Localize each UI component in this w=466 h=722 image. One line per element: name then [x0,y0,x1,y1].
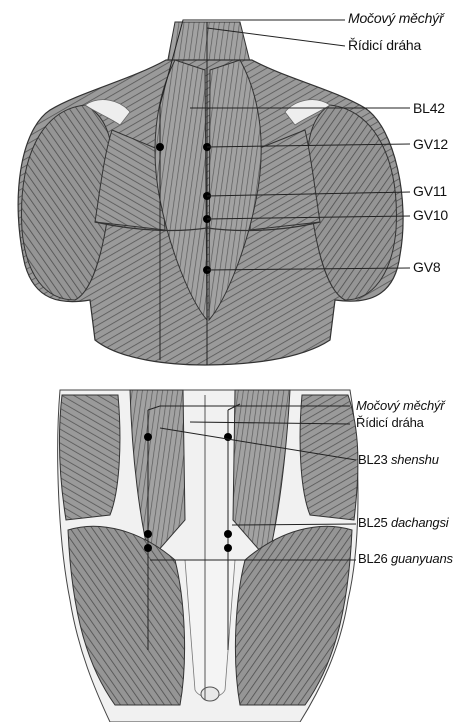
label-bl23: BL23 shenshu [358,452,439,467]
label-gv8: GV8 [413,259,440,275]
acupoint-bl23-left [144,433,152,441]
label-bl25-code: BL25 [358,515,388,530]
lower-back-illustration [58,390,358,722]
label-gv12: GV12 [413,136,448,152]
label-bl25-name: dachangsi [391,515,448,530]
label-gv10: GV10 [413,207,448,223]
label-bladder-meridian-upper: Močový měchýř [348,10,443,26]
acupoint-bl25-right [224,530,232,538]
label-bl25: BL25 dachangsi [358,515,448,530]
acupoint-bl26-left [144,544,152,552]
label-bl26-code: BL26 [358,551,388,566]
label-bladder-meridian-lower: Močový měchýř [356,398,444,413]
label-bl26: BL26 guanyuans [358,551,453,566]
left-gluteus [68,526,185,705]
right-oblique [300,395,358,520]
label-bl42: BL42 [413,100,445,116]
label-governing-vessel-lower: Řídicí dráha [356,415,424,430]
right-gluteus [235,526,352,705]
label-bl26-name: guanyuans [391,551,453,566]
acupoint-bl42 [156,143,164,151]
label-bl23-name: shenshu [391,452,439,467]
label-governing-vessel-upper: Řídicí dráha [348,37,421,53]
acupoint-bl25-left [144,530,152,538]
label-bl23-code: BL23 [358,452,388,467]
left-oblique [59,395,120,520]
label-gv11: GV11 [413,183,447,199]
acupoint-bl26-right [224,544,232,552]
coccyx [201,687,219,701]
